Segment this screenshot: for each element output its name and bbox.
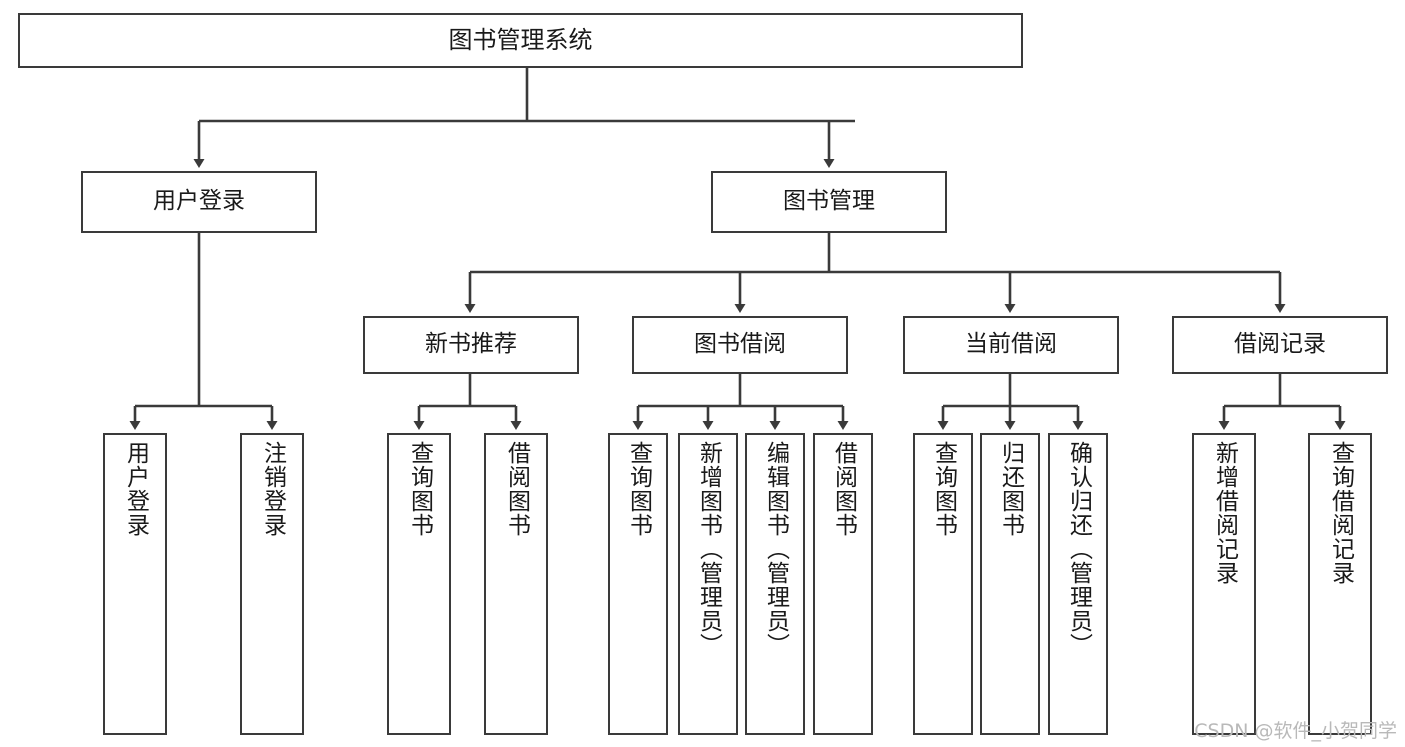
node-leaf-borrow-book-recommend[interactable]: 借阅图书: [484, 433, 548, 735]
csdn-watermark: CSDN @软件_小贺同学: [1194, 720, 1397, 742]
node-user-login[interactable]: 用户登录: [81, 171, 317, 233]
node-root-label: 图书管理系统: [448, 26, 593, 55]
node-leaf-user-login[interactable]: 用户登录: [103, 433, 167, 735]
node-leaf-query-book-current[interactable]: 查询图书: [913, 433, 973, 735]
node-root[interactable]: 图书管理系统: [18, 13, 1023, 68]
node-leaf-logout-label: 注销登录: [259, 441, 286, 537]
node-leaf-user-login-label: 用户登录: [122, 441, 149, 537]
node-leaf-query-book-current-label: 查询图书: [930, 441, 957, 537]
node-leaf-borrow-book[interactable]: 借阅图书: [813, 433, 873, 735]
node-leaf-borrow-book-recommend-label: 借阅图书: [503, 441, 530, 537]
node-leaf-add-book[interactable]: 新增图书（管理员）: [678, 433, 738, 735]
node-leaf-add-book-label: 新增图书（管理员）: [695, 441, 722, 657]
node-leaf-query-book-borrow-label: 查询图书: [625, 441, 652, 537]
node-book-management-label: 图书管理: [783, 188, 875, 215]
node-leaf-edit-book[interactable]: 编辑图书（管理员）: [745, 433, 805, 735]
node-leaf-query-book-borrow[interactable]: 查询图书: [608, 433, 668, 735]
node-leaf-edit-book-label: 编辑图书（管理员）: [762, 441, 789, 657]
node-user-login-label: 用户登录: [153, 188, 245, 215]
node-book-borrow-label: 图书借阅: [694, 331, 786, 358]
node-leaf-return-book-label: 归还图书: [997, 441, 1024, 537]
node-current-borrow[interactable]: 当前借阅: [903, 316, 1119, 374]
node-leaf-query-book-recommend-label: 查询图书: [406, 441, 433, 537]
node-leaf-query-book-recommend[interactable]: 查询图书: [387, 433, 451, 735]
node-current-borrow-label: 当前借阅: [965, 331, 1057, 358]
node-leaf-add-borrow-record[interactable]: 新增借阅记录: [1192, 433, 1256, 735]
node-leaf-return-book[interactable]: 归还图书: [980, 433, 1040, 735]
node-leaf-borrow-book-label: 借阅图书: [830, 441, 857, 537]
node-new-book-recommend-label: 新书推荐: [425, 331, 517, 358]
node-book-borrow[interactable]: 图书借阅: [632, 316, 848, 374]
node-leaf-logout[interactable]: 注销登录: [240, 433, 304, 735]
node-leaf-query-borrow-record[interactable]: 查询借阅记录: [1308, 433, 1372, 735]
node-leaf-confirm-return-label: 确认归还（管理员）: [1065, 441, 1092, 657]
node-book-management[interactable]: 图书管理: [711, 171, 947, 233]
node-leaf-confirm-return[interactable]: 确认归还（管理员）: [1048, 433, 1108, 735]
node-borrow-record-label: 借阅记录: [1234, 331, 1326, 358]
node-borrow-record[interactable]: 借阅记录: [1172, 316, 1388, 374]
node-leaf-add-borrow-record-label: 新增借阅记录: [1211, 441, 1238, 585]
node-new-book-recommend[interactable]: 新书推荐: [363, 316, 579, 374]
node-leaf-query-borrow-record-label: 查询借阅记录: [1327, 441, 1354, 585]
